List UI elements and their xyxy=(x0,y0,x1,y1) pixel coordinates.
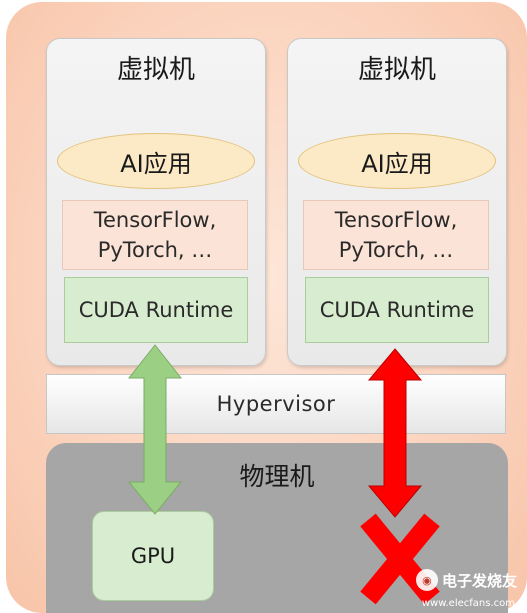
cuda-runtime-box: CUDA Runtime xyxy=(64,277,248,343)
frameworks-line-1: TensorFlow, xyxy=(93,207,217,232)
ai-app-ellipse: AI应用 xyxy=(57,133,255,189)
vm-title: 虚拟机 xyxy=(116,55,195,85)
virtual-machine-left: 虚拟机 AI应用 TensorFlow, PyTorch, … CUDA Run… xyxy=(46,38,266,366)
passthrough-arrow xyxy=(127,344,183,515)
frameworks-line-2: PyTorch, … xyxy=(338,238,454,262)
hypervisor-layer: Hypervisor xyxy=(46,374,506,434)
virtual-machine-right: 虚拟机 AI应用 TensorFlow, PyTorch, … CUDA Run… xyxy=(287,38,507,366)
watermark: ◉ 电子发烧友 xyxy=(415,569,517,591)
physical-machine-title: 物理机 xyxy=(239,462,315,491)
frameworks-box: TensorFlow, PyTorch, … xyxy=(303,200,489,270)
frameworks-box: TensorFlow, PyTorch, … xyxy=(62,200,248,270)
watermark-logo-icon: ◉ xyxy=(415,569,438,591)
vm-title: 虚拟机 xyxy=(357,55,436,85)
watermark-brand: 电子发烧友 xyxy=(441,571,517,590)
frameworks-line-1: TensorFlow, xyxy=(334,207,458,232)
ai-app-ellipse: AI应用 xyxy=(298,133,496,189)
watermark-url: www.elecfans.com xyxy=(421,598,515,609)
cuda-runtime-box: CUDA Runtime xyxy=(305,277,489,343)
blocked-arrow xyxy=(367,348,423,518)
frameworks-line-2: PyTorch, … xyxy=(97,238,213,262)
gpu-box: GPU xyxy=(92,511,214,601)
